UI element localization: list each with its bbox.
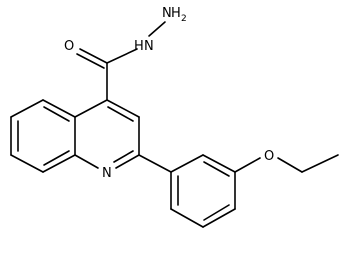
bond-nh-carbonyl-carbon	[106, 48, 138, 64]
bond-ether-o-ch2	[277, 157, 303, 173]
bond-ph3-ether-o	[234, 157, 261, 173]
bonds	[10, 21, 339, 228]
bond-carbonyl-double-1	[79, 48, 108, 64]
bond-ph4-ph5-inner	[203, 204, 230, 221]
bond-n1-c8a	[74, 154, 99, 169]
bond-nh2-nh	[148, 21, 166, 37]
bond-ph4-ph5	[202, 208, 236, 228]
bond-c4a-c5-inner	[43, 106, 70, 122]
bond-c2-phenyl	[138, 154, 172, 173]
bond-c4-c4a	[74, 99, 108, 118]
atom-nh: N H	[134, 39, 154, 54]
atom-ring-n: N	[102, 166, 112, 181]
bond-ph1-ph2	[170, 154, 204, 173]
bond-c5-c6	[10, 99, 44, 118]
bond-carbonyl-double-2	[76, 53, 105, 69]
bond-ph2-ph3-inner	[203, 161, 230, 177]
atom-nh2-count: 2	[181, 14, 187, 24]
atom-nh2: N H 2	[162, 6, 187, 24]
atom-nh-n: N	[144, 39, 154, 54]
bond-c2-n1	[115, 154, 140, 169]
atom-nh2-h: H	[171, 6, 181, 21]
atom-nh2-n: N	[162, 6, 172, 21]
bond-c2-n1-inner	[113, 150, 134, 163]
bond-ph5-ph6	[170, 208, 204, 228]
bond-c8-c8a-inner	[43, 150, 70, 166]
bond-c7-c8	[10, 154, 44, 173]
atom-nh-h: H	[134, 39, 144, 54]
bond-c4-c3	[106, 99, 140, 118]
bond-c4-c3-inner	[107, 106, 134, 122]
bond-ph2-ph3	[202, 154, 236, 173]
bond-c8-c8a	[42, 154, 76, 173]
atom-carbonyl-o: O	[64, 39, 74, 54]
atom-labels: N H 2 N H O N O	[64, 6, 274, 181]
bond-ch2-ch3	[301, 154, 339, 173]
atom-ether-o: O	[264, 149, 274, 164]
bond-c4a-c5	[42, 99, 76, 118]
